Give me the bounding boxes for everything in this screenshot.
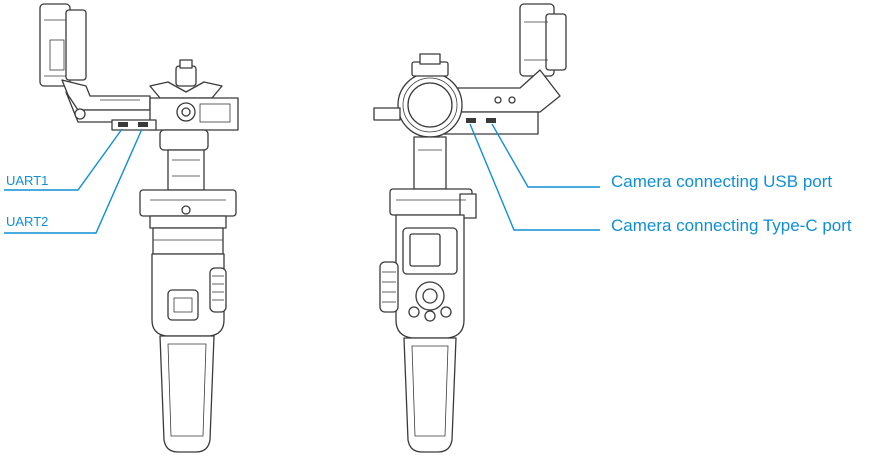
pan-motor-lens xyxy=(373,53,463,138)
grip-right xyxy=(403,337,457,453)
handle-body-right xyxy=(379,214,465,339)
leader-typec xyxy=(469,123,600,231)
roll-arm-right xyxy=(439,69,561,135)
leader-lines xyxy=(4,123,600,234)
gimbal-side-view xyxy=(39,3,239,453)
leader-uart2 xyxy=(4,128,143,234)
vertical-arm-right xyxy=(413,136,447,190)
label-uart2: UART2 xyxy=(6,214,49,229)
tilt-motor-left xyxy=(39,3,87,87)
clamp-top-left xyxy=(111,59,239,131)
usb-port xyxy=(466,118,476,123)
typec-port xyxy=(486,118,496,123)
handle-body-left xyxy=(151,227,227,337)
leader-usb xyxy=(491,123,600,188)
label-uart1: UART1 xyxy=(6,173,49,188)
vertical-arm-left xyxy=(159,129,209,191)
quick-release-right xyxy=(389,188,477,219)
quick-release-left xyxy=(139,189,237,229)
tilt-motor-right xyxy=(519,3,567,77)
leader-uart1 xyxy=(4,128,123,191)
gimbal-front-view xyxy=(373,3,567,453)
label-camera-typec-port: Camera connecting Type-C port xyxy=(611,216,852,235)
uart1-port xyxy=(118,122,128,127)
grip-left xyxy=(159,335,215,453)
label-camera-usb-port: Camera connecting USB port xyxy=(611,172,833,191)
uart2-port xyxy=(138,122,148,127)
